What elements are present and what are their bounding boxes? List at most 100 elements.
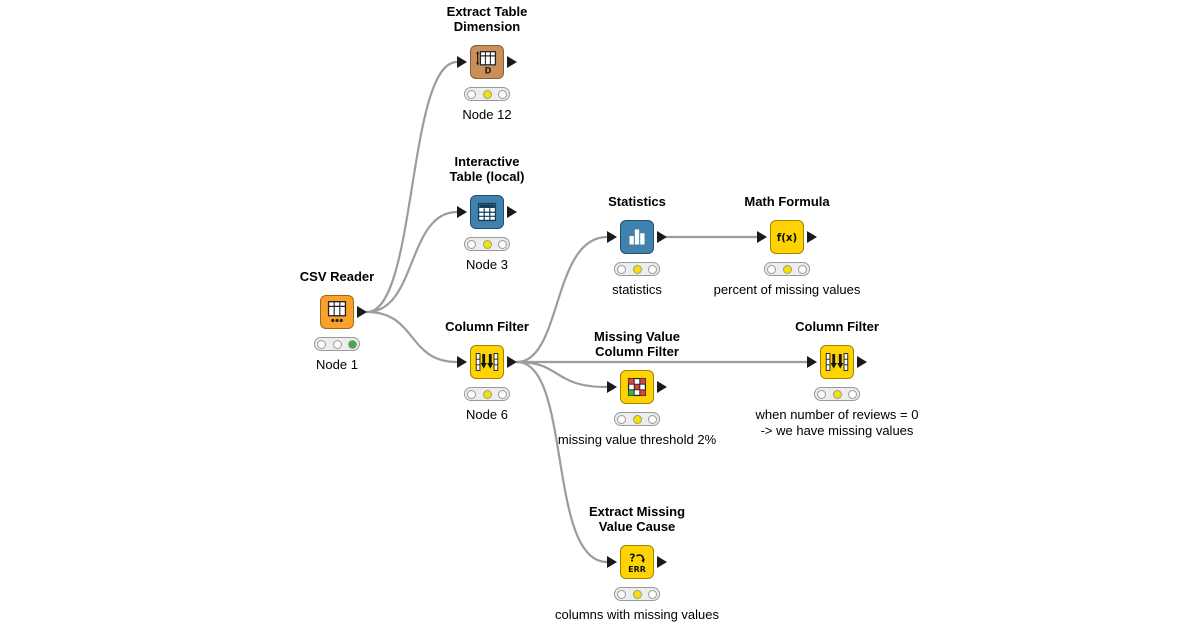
missing-value-column-filter-node[interactable] (620, 370, 654, 404)
connection-csv-to-column-filter[interactable] (365, 310, 459, 364)
status-dot (848, 389, 857, 399)
node-missing-value-column-filter: Missing Value Column Filter (542, 327, 732, 448)
table-dimension-icon: D (476, 50, 497, 76)
node-annotation: Node 1 (316, 357, 358, 372)
node-traffic-light (764, 262, 810, 276)
node-math-formula: Math Formula f(x) percent of missing val… (692, 177, 882, 298)
status-dot (498, 239, 507, 249)
node-title: Statistics (608, 194, 666, 209)
output-port-icon[interactable] (507, 356, 517, 368)
node-title: Extract Missing Value Cause (588, 504, 686, 534)
connection-column-filter-to-extract-missing-cause[interactable] (515, 360, 609, 564)
node-title: Math Formula (744, 194, 830, 209)
node-traffic-light (614, 587, 660, 601)
status-dot (817, 389, 826, 399)
status-dot (332, 339, 342, 349)
input-port-icon[interactable] (457, 206, 467, 218)
statistics-histogram-icon (629, 229, 645, 245)
status-dot (798, 264, 807, 274)
node-annotation: columns with missing values (554, 607, 719, 622)
math-formula-node[interactable]: f(x) (770, 220, 804, 254)
node-traffic-light (464, 87, 510, 101)
error-cause-icon: ? ERR (628, 552, 646, 574)
node-annotation: missing value threshold 2% (557, 432, 717, 447)
node-title: CSV Reader (299, 269, 375, 284)
node-extract-table-dimension: Extract Table Dimension D Node 12 (392, 2, 582, 123)
column-filter-icon (825, 353, 849, 371)
output-port-icon[interactable] (657, 556, 667, 568)
csv-table-icon (327, 301, 347, 323)
statistics-node[interactable] (620, 220, 654, 254)
status-dot (648, 589, 657, 599)
svg-text:ERR: ERR (628, 565, 646, 574)
connection-csv-to-interactive-table[interactable] (365, 210, 459, 314)
svg-text:f(x): f(x) (777, 232, 798, 244)
input-port-icon[interactable] (757, 231, 767, 243)
node-title: Column Filter (445, 319, 529, 334)
status-dot (467, 389, 476, 399)
input-port-icon[interactable] (457, 356, 467, 368)
connection-csv-to-extract-dimension[interactable] (365, 60, 459, 314)
output-port-icon[interactable] (657, 231, 667, 243)
node-annotation: Node 12 (462, 107, 512, 122)
interactive-table-node[interactable] (470, 195, 504, 229)
output-port-icon[interactable] (657, 381, 667, 393)
column-filter-node[interactable] (470, 345, 504, 379)
svg-text:D: D (484, 66, 491, 76)
node-statistics: Statistics statistics (542, 177, 732, 298)
svg-text:?: ? (629, 552, 635, 565)
node-annotation: when number of reviews = 0 -> we have mi… (755, 407, 919, 438)
output-port-icon[interactable] (507, 206, 517, 218)
node-traffic-light (814, 387, 860, 401)
node-extract-missing-value-cause: Extract Missing Value Cause ? ERR column… (542, 502, 732, 623)
input-port-icon[interactable] (807, 356, 817, 368)
input-port-icon[interactable] (457, 56, 467, 68)
output-port-icon[interactable] (857, 356, 867, 368)
csv-reader-node[interactable] (320, 295, 354, 329)
status-dot (317, 339, 326, 349)
node-traffic-light (314, 337, 360, 351)
extract-table-dimension-node[interactable]: D (470, 45, 504, 79)
node-title: Column Filter (795, 319, 879, 334)
output-port-icon[interactable] (507, 56, 517, 68)
status-dot-yellow (832, 389, 842, 399)
node-annotation: Node 6 (466, 407, 508, 422)
column-filter-icon (475, 353, 499, 371)
missing-value-grid-icon (627, 377, 647, 397)
status-dot (648, 414, 657, 424)
connection-column-filter-to-statistics[interactable] (515, 235, 609, 364)
status-dot (467, 89, 476, 99)
node-annotation: Node 3 (466, 257, 508, 272)
status-dot-yellow (482, 239, 492, 249)
node-column-filter-2: Column Filter when number of review (742, 302, 932, 439)
status-dot (617, 264, 626, 274)
node-annotation: statistics (612, 282, 662, 297)
node-title: Missing Value Column Filter (594, 329, 680, 359)
output-port-icon[interactable] (357, 306, 367, 318)
status-dot (767, 264, 776, 274)
node-traffic-light (614, 262, 660, 276)
status-dot-yellow (632, 589, 642, 599)
interactive-table-icon (477, 202, 497, 222)
status-dot-yellow (632, 414, 642, 424)
status-dot (498, 89, 507, 99)
node-column-filter: Column Filter Node 6 (392, 302, 582, 423)
node-title: Interactive Table (local) (449, 154, 525, 184)
status-dot-yellow (782, 264, 792, 274)
status-dot-yellow (482, 389, 492, 399)
status-dot-green (348, 339, 357, 349)
input-port-icon[interactable] (607, 231, 617, 243)
status-dot-yellow (632, 264, 642, 274)
node-interactive-table: Interactive Table (local) Node 3 (392, 152, 582, 273)
output-port-icon[interactable] (807, 231, 817, 243)
node-traffic-light (464, 237, 510, 251)
input-port-icon[interactable] (607, 556, 617, 568)
status-dot (617, 589, 626, 599)
column-filter-node-2[interactable] (820, 345, 854, 379)
input-port-icon[interactable] (607, 381, 617, 393)
status-dot (617, 414, 626, 424)
node-title: Extract Table Dimension (446, 4, 528, 34)
extract-missing-value-cause-node[interactable]: ? ERR (620, 545, 654, 579)
